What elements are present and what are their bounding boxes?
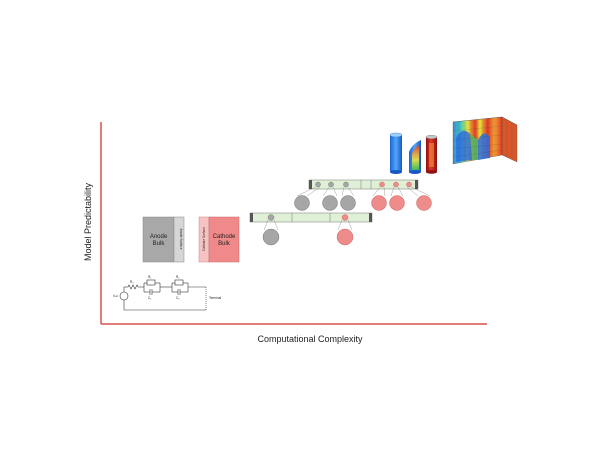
equivalent-circuit xyxy=(119,279,207,311)
resistor-r2-icon xyxy=(174,279,184,286)
circuit-voc-label: Vₒc xyxy=(113,294,118,298)
single-particle-model: Anode Bulk Anode Surface Cathode Surface… xyxy=(142,216,240,263)
circuit-r1-label: R₁ xyxy=(148,275,151,279)
circuit-c2-label: C₂ xyxy=(176,296,180,300)
cathode-particle-upper-2 xyxy=(389,195,405,211)
battery-pack-thermal-model xyxy=(452,116,518,165)
pack-side-face xyxy=(501,116,518,163)
circuit-c1-label: C₁ xyxy=(148,296,151,300)
anode-particle-upper-3 xyxy=(340,195,356,211)
p2d-strip-upper xyxy=(294,179,432,211)
p2d-upper-bar xyxy=(308,179,419,190)
cathode-surface-label: Cathode Surface xyxy=(202,227,206,251)
p2d-strip-lower xyxy=(249,212,373,246)
cathode-particle-upper-3 xyxy=(416,195,432,211)
cathode-particle-lower xyxy=(336,228,354,246)
circuit-terminal-label: Terminal xyxy=(209,296,221,300)
anode-particle-lower xyxy=(262,228,280,246)
y-axis-label: Model Predictability xyxy=(83,182,93,261)
cathode-bulk-block xyxy=(208,216,240,263)
x-axis-label: Computational Complexity xyxy=(257,334,363,344)
resistor-r1-icon xyxy=(146,279,156,286)
cathode-bulk-label-2: Bulk xyxy=(218,241,231,247)
circuit-r2-label: R₂ xyxy=(176,275,180,279)
anode-surface-block xyxy=(173,216,185,263)
anode-bulk-label-2: Bulk xyxy=(153,241,166,247)
anode-particle-upper-2 xyxy=(322,195,338,211)
cylinder-models xyxy=(389,132,438,174)
circuit-labels: Vₒc R₀ R₁ C₁ R₂ C₂ Terminal xyxy=(113,275,221,300)
cathode-bulk-label-1: Cathode xyxy=(213,234,236,240)
voltage-source-icon xyxy=(119,291,129,301)
cylinder-blue xyxy=(390,135,402,172)
anode-bulk-block xyxy=(142,216,175,263)
resistor-r0-icon xyxy=(127,284,139,290)
circuit-r0-label: R₀ xyxy=(130,280,134,284)
cathode-particle-upper-1 xyxy=(371,195,387,211)
anode-particle-upper-1 xyxy=(294,195,310,211)
anode-surface-label: Anode Surface xyxy=(179,228,183,249)
anode-bulk-label-1: Anode xyxy=(150,234,168,240)
